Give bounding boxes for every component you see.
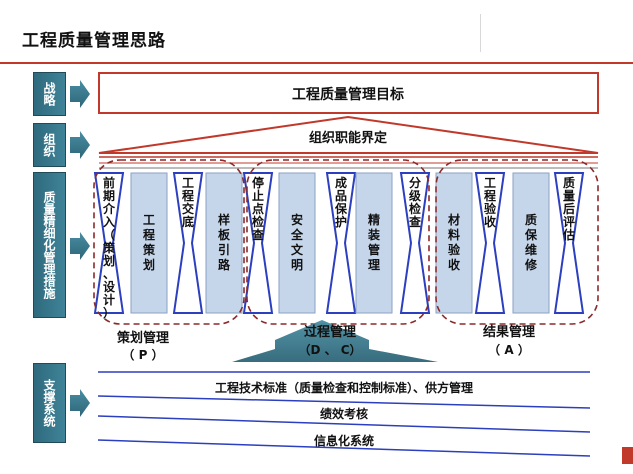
- support-line-4: [97, 439, 591, 457]
- organization-arrow: [70, 131, 90, 159]
- column-spike-4: [242, 172, 274, 314]
- column-spike-8: [399, 172, 431, 314]
- group-outline-result: [435, 159, 599, 325]
- page-title: 工程质量管理思路: [22, 31, 166, 51]
- strategy-arrow: [70, 80, 90, 108]
- column-label-5: 安全文明: [290, 212, 304, 272]
- column-label-10: 工程验收: [484, 176, 497, 229]
- column-label-9: 材料验收: [447, 212, 461, 272]
- organization-label: 组织职能界定: [309, 130, 387, 146]
- corner-accent: [622, 447, 633, 464]
- column-label-2: 工程交底: [182, 176, 194, 229]
- title-separator: [480, 14, 481, 52]
- column-box-1: [130, 172, 168, 314]
- support-arrow: [70, 389, 90, 417]
- header-divider: [0, 62, 633, 64]
- support-line-3: [97, 415, 591, 433]
- side-label-support-system: 支撑系统: [33, 363, 66, 443]
- group-name-result: 结果管理: [483, 324, 535, 340]
- side-label-refined-measures: 质量精细化管理措施: [33, 172, 66, 318]
- column-box-11: [512, 172, 550, 314]
- column-spike-0: [93, 172, 125, 314]
- column-spike-2: [172, 172, 204, 314]
- column-label-11: 质保维修: [524, 212, 538, 272]
- column-box-7: [355, 172, 393, 314]
- support-line-2: [97, 395, 591, 409]
- group-code-result: （ A ）: [488, 342, 530, 357]
- column-label-6: 成品保护: [334, 175, 348, 229]
- column-spike-10: [474, 172, 506, 314]
- column-spike-6: [325, 172, 357, 314]
- side-label-strategy: 战略: [33, 72, 66, 116]
- group-outline-process: [246, 159, 430, 325]
- refined-arrow: [70, 232, 90, 260]
- column-spike-12: [553, 172, 585, 314]
- organization-roof: [98, 115, 599, 154]
- column-label-1: 工程策划: [143, 213, 156, 272]
- column-box-9: [435, 172, 473, 314]
- support-item-standards: 工程技术标准（质量检查和控制标准）、供方管理: [215, 380, 473, 395]
- group-name-planning: 策划管理: [117, 330, 169, 346]
- column-label-8: 分级检查: [408, 175, 422, 229]
- goal-box: [98, 72, 599, 114]
- goal-label: 工程质量管理目标: [292, 86, 404, 103]
- column-label-4: 停止点检查: [251, 175, 265, 242]
- column-label-3: 样板引路: [218, 212, 231, 272]
- group-code-planning: （ P ）: [122, 347, 163, 362]
- column-group: 前期介入（策划、设计） 工程策划 工程交底样板引路 停止点检查安全文明 成品保护精装管理…: [93, 172, 585, 320]
- group-outline-planning: [93, 159, 245, 325]
- upward-arrow: [232, 320, 438, 362]
- support-item-information: 信息化系统: [314, 433, 374, 448]
- column-label-7: 精装管理: [367, 212, 380, 272]
- column-label-0: 前期介入（策划、设计）: [102, 175, 116, 320]
- group-name-process: 过程管理: [304, 324, 356, 340]
- column-label-12: 质量后评估: [562, 175, 575, 242]
- column-box-3: [205, 172, 243, 314]
- support-item-performance: 绩效考核: [320, 406, 368, 421]
- side-label-organization: 组织: [33, 123, 66, 167]
- group-code-process: （D 、 C）: [298, 342, 361, 357]
- column-box-5: [278, 172, 316, 314]
